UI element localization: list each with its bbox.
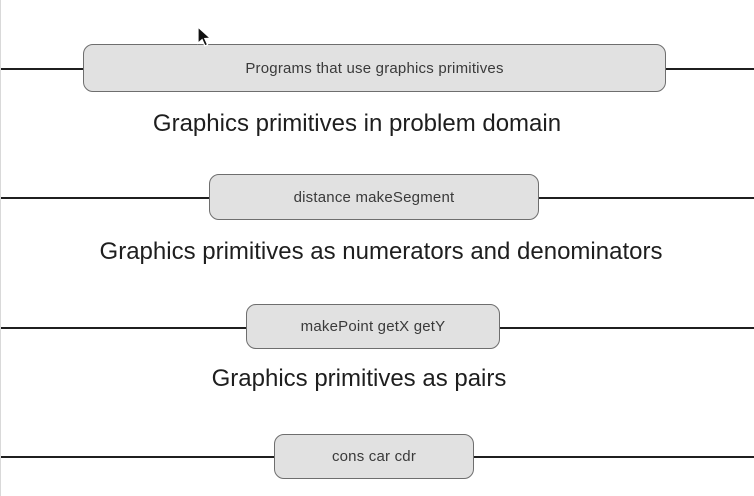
barrier-box-label: makePoint getX getY — [300, 318, 446, 335]
barrier-box-programs: Programs that use graphics primitives — [83, 44, 666, 92]
barrier-box-label: distance makeSegment — [293, 188, 455, 206]
barrier-box-label: Programs that use graphics primitives — [245, 59, 504, 77]
barrier-box-cons-car-cdr: cons car cdr — [274, 434, 474, 479]
layer-caption-problem-domain: Graphics primitives in problem domain — [152, 110, 562, 137]
layer-caption-numerators-denominators: Graphics primitives as numerators and de… — [99, 238, 663, 265]
layer-caption-pairs: Graphics primitives as pairs — [211, 365, 507, 392]
barrier-box-points: makePoint getX getY — [246, 304, 500, 349]
barrier-box-segments: distance makeSegment — [209, 174, 539, 220]
barrier-box-label: cons car cdr — [331, 448, 417, 465]
